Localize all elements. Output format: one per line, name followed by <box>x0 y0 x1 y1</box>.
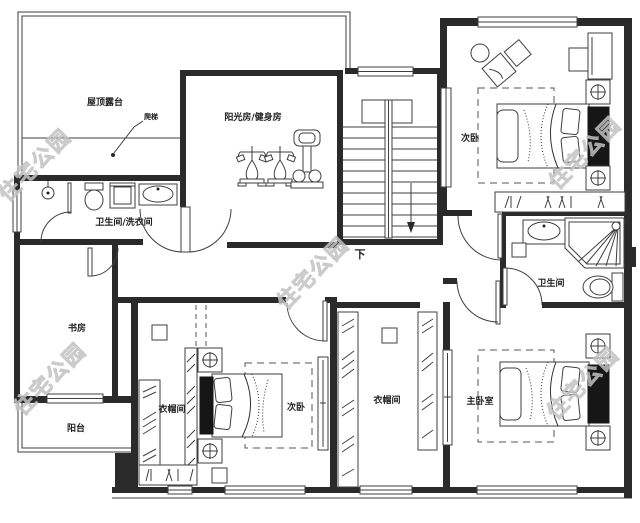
toilet-icon <box>84 182 104 211</box>
walls <box>14 18 636 498</box>
terrace-railing <box>17 11 351 175</box>
down-arrow-icon <box>407 183 415 233</box>
exercise-bike-icon <box>263 146 297 187</box>
door-icon <box>457 213 503 261</box>
door-icon <box>40 211 72 243</box>
room-label-master-bedroom: 主卧室 <box>466 395 493 407</box>
nightstand-icon <box>585 165 611 191</box>
window-icon <box>224 485 306 495</box>
watermark: 住宅公园 <box>0 124 76 206</box>
room-label-bedroom-bottom: 次卧 <box>287 401 305 413</box>
ladder-leader <box>111 120 144 157</box>
closet-opening-dashes <box>195 305 207 350</box>
window-icon <box>359 485 413 495</box>
desk-icon <box>568 32 613 80</box>
wardrobe-icon <box>417 311 438 451</box>
door-icon <box>456 280 501 325</box>
bathroom-right-fixtures <box>511 217 625 302</box>
sliding-door-icon <box>442 349 453 446</box>
sliding-door-icon <box>317 356 329 451</box>
stool <box>381 327 398 344</box>
watermark: 住宅公园 <box>9 338 91 420</box>
nightstand-icon <box>585 425 611 451</box>
bed-icon <box>496 103 610 169</box>
toilet-icon <box>582 272 624 302</box>
wardrobes <box>138 191 626 488</box>
door-icon <box>139 206 232 253</box>
window-icon <box>167 485 193 495</box>
window-icon <box>476 485 578 495</box>
window-icon <box>12 189 22 233</box>
doors <box>40 206 543 342</box>
table-chairs-icon <box>470 38 532 88</box>
bedroom-bottom-furniture <box>197 347 313 484</box>
wardrobe-icon <box>138 379 161 468</box>
wardrobe-icon <box>184 347 198 474</box>
balcony-railing <box>17 402 131 453</box>
master-bedroom-furniture <box>477 333 611 451</box>
wardrobe-icon <box>138 464 198 486</box>
gym-equipment <box>235 129 324 189</box>
floor-drain-icon <box>511 242 527 258</box>
door-icon <box>87 247 119 277</box>
wardrobe-icon <box>337 311 359 488</box>
stairs-icon <box>343 99 437 239</box>
room-label-roof-terrace: 屋顶露台 <box>87 96 123 108</box>
door-icon <box>502 267 543 306</box>
window-icon <box>477 16 578 28</box>
door-icon <box>286 300 328 342</box>
treadmill-icon <box>290 129 324 189</box>
floor-drain-icon <box>41 181 55 200</box>
stairs-down-label: 下 <box>355 248 366 261</box>
room-label-study: 书房 <box>68 322 86 334</box>
bed-icon <box>199 373 283 438</box>
bedroom-top-right-furniture <box>470 32 613 191</box>
sink-icon <box>138 183 178 206</box>
nightstand-icon <box>585 333 611 359</box>
rug <box>244 362 313 449</box>
room-label-ladder: 爬梯 <box>143 112 158 121</box>
room-label-closet-left: 衣帽间 <box>158 403 185 415</box>
stool <box>151 324 168 341</box>
stool <box>211 467 228 484</box>
window-icon <box>440 87 452 188</box>
window-icon <box>357 66 414 77</box>
sink-icon <box>522 219 566 245</box>
exercise-bike-icon <box>235 146 269 187</box>
room-label-bath-laundry: 卫生间/洗衣间 <box>95 216 152 228</box>
washer-icon <box>109 182 136 209</box>
room-label-closet-right: 衣帽间 <box>373 394 400 406</box>
room-label-balcony: 阳台 <box>67 422 85 434</box>
shower-icon <box>564 217 625 269</box>
wardrobe-icon <box>494 191 626 213</box>
room-label-bathroom-right: 卫生间 <box>537 277 564 289</box>
bath-laundry-fixtures <box>41 181 178 211</box>
bed-icon <box>499 361 610 427</box>
nightstand-icon <box>197 438 223 464</box>
nightstand-icon <box>197 347 223 373</box>
windows <box>12 16 578 495</box>
room-label-sunroom-gym: 阳光房/健身房 <box>224 111 281 123</box>
window-icon <box>46 393 104 404</box>
room-label-bedroom-top-right: 次卧 <box>461 132 479 144</box>
nightstand-icon <box>585 79 611 105</box>
